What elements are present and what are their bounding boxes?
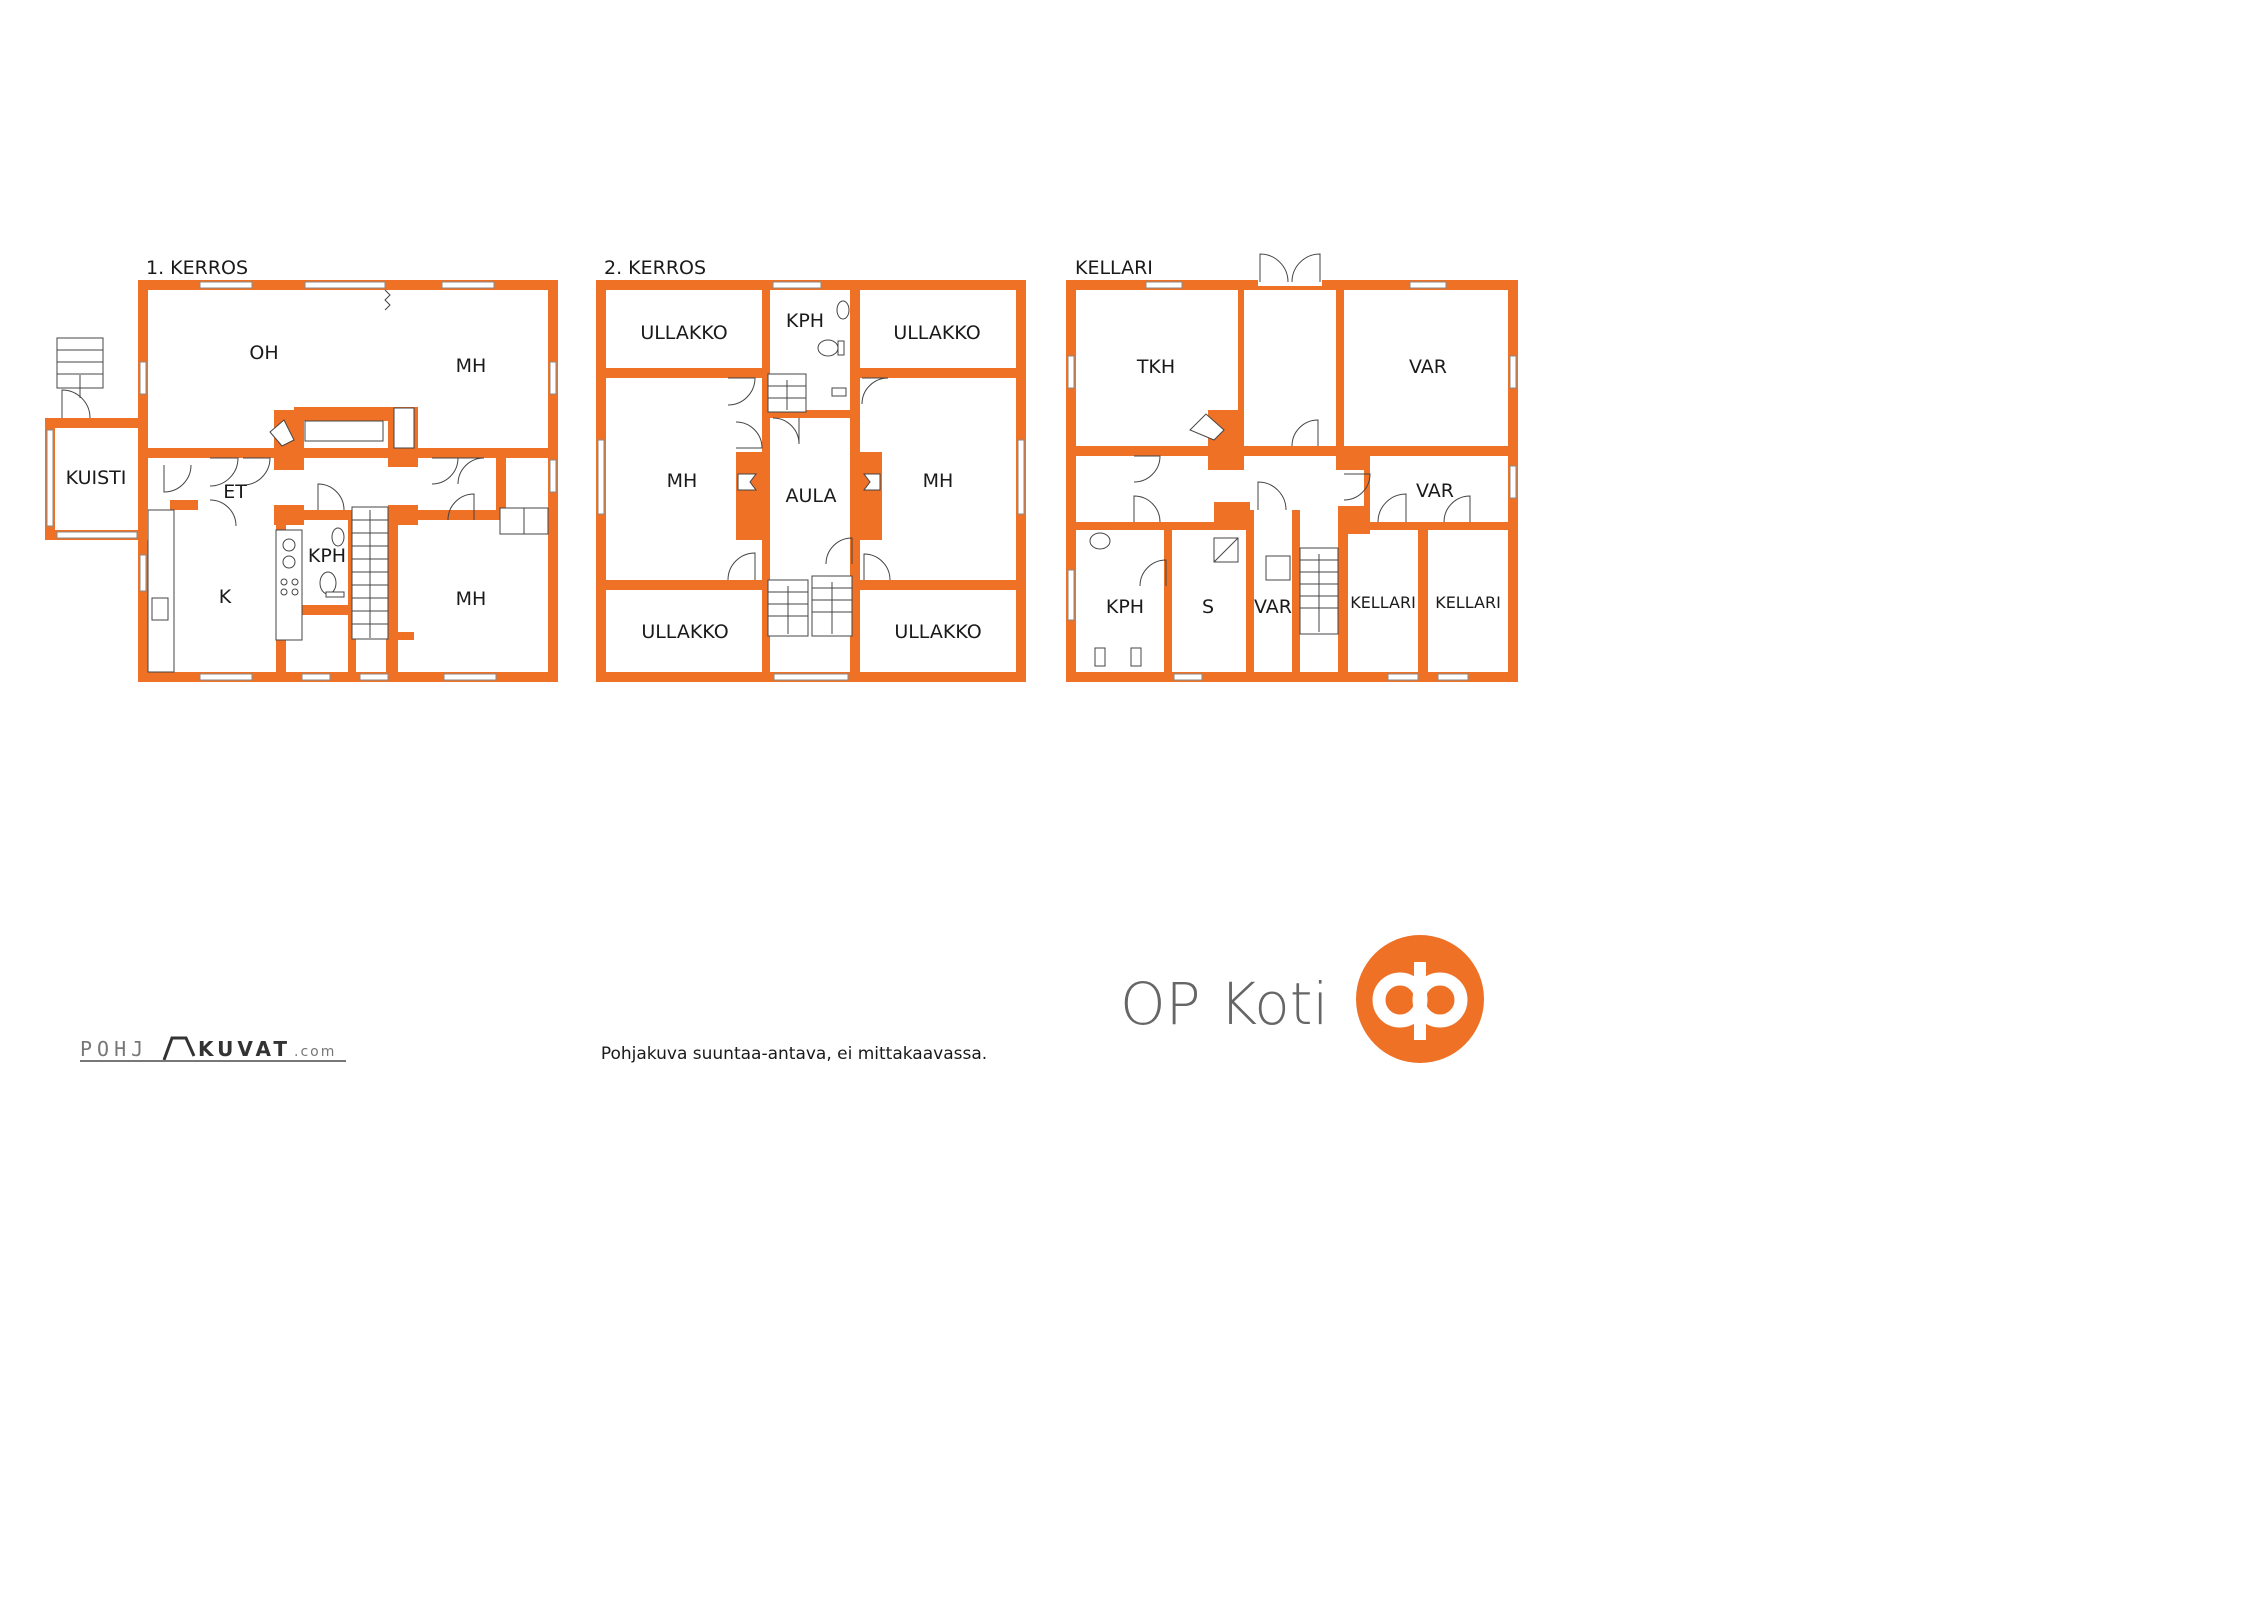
room-label: VAR [1416, 480, 1454, 502]
room-label: MH [923, 470, 954, 492]
room-label: KUISTI [66, 467, 127, 489]
room-label: KELLARI [1350, 593, 1416, 612]
credit-part2: KUVAT [198, 1037, 291, 1061]
brand-logo: OP Koti [1120, 935, 1484, 1063]
floor-1-plan: 1. KERROS [45, 257, 558, 682]
room-label: ULLAKKO [893, 322, 980, 344]
room-label: TKH [1136, 356, 1175, 378]
credit-part3: .com [294, 1044, 336, 1060]
floor-2-title: 2. KERROS [604, 257, 706, 279]
room-label: S [1202, 596, 1214, 618]
room-label: VAR [1409, 356, 1447, 378]
room-label: KPH [786, 310, 824, 332]
floor-2-plan: 2. KERROS [596, 257, 1026, 682]
room-label: MH [456, 355, 487, 377]
room-label: ET [223, 481, 247, 503]
credit-part1: POHJ [80, 1037, 148, 1061]
disclaimer: Pohjakuva suuntaa-antava, ei mittakaavas… [601, 1044, 987, 1064]
room-label: KELLARI [1435, 593, 1501, 612]
room-label: MH [667, 470, 698, 492]
room-label: OH [249, 342, 278, 364]
room-label: K [219, 586, 232, 608]
room-label: VAR [1254, 596, 1292, 618]
basement-title: KELLARI [1075, 257, 1153, 279]
room-label: ULLAKKO [640, 322, 727, 344]
room-label: AULA [786, 485, 837, 507]
room-label: ULLAKKO [641, 621, 728, 643]
room-label: ULLAKKO [894, 621, 981, 643]
credit-logo: POHJ KUVAT .com [80, 1036, 346, 1062]
floor-1-title: 1. KERROS [146, 257, 248, 279]
floor-plan-sheet: 1. KERROS [45, 253, 1518, 1064]
room-label: KPH [308, 545, 346, 567]
room-label: MH [456, 588, 487, 610]
brand-name: OP Koti [1120, 970, 1329, 1038]
basement-plan: KELLARI [1066, 253, 1518, 682]
room-label: KPH [1106, 596, 1144, 618]
